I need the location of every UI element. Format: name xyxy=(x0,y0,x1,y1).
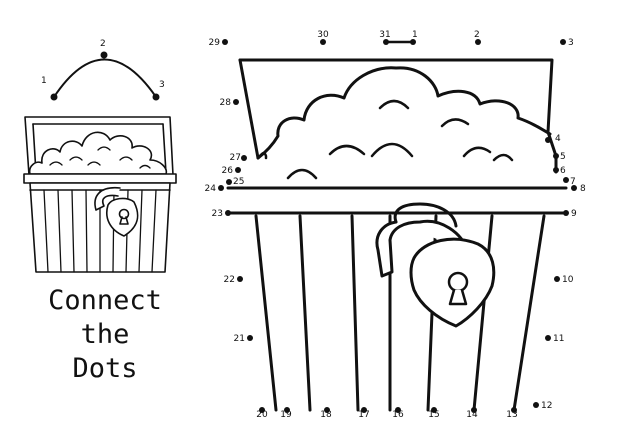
dot-label-24: 24 xyxy=(205,184,217,194)
puzzle-drawing xyxy=(226,40,568,412)
example-lock-shackle xyxy=(94,186,121,211)
dot-label-7: 7 xyxy=(570,177,576,187)
puzzle-lock-body xyxy=(409,237,496,328)
example-label-2: 2 xyxy=(100,39,106,49)
dot-label-19: 19 xyxy=(280,410,292,420)
dot-label-30: 30 xyxy=(317,30,329,40)
example-cloud xyxy=(28,131,168,175)
dot-label-18: 18 xyxy=(320,410,332,420)
dot-4[interactable] xyxy=(545,137,551,143)
dot-24[interactable] xyxy=(218,185,224,191)
example-dot-2[interactable] xyxy=(100,51,108,59)
example-dots: 1 2 3 xyxy=(41,39,165,101)
dot-label-8: 8 xyxy=(580,184,586,194)
dot-label-31: 31 xyxy=(379,30,390,40)
dot-label-13: 13 xyxy=(506,410,517,420)
dot-label-22: 22 xyxy=(224,275,235,285)
dot-label-16: 16 xyxy=(392,410,404,420)
puzzle-slats xyxy=(254,214,546,412)
dot-label-6: 6 xyxy=(560,166,566,176)
puzzle-cloud xyxy=(256,66,552,160)
dot-7[interactable] xyxy=(563,177,569,183)
dot-label-5: 5 xyxy=(560,152,566,162)
example-label-1: 1 xyxy=(41,76,47,86)
dot-10[interactable] xyxy=(554,276,560,282)
worksheet-title-line3: Dots xyxy=(72,353,138,384)
dot-label-4: 4 xyxy=(555,134,561,144)
dot-label-27: 27 xyxy=(230,153,241,163)
dot-5[interactable] xyxy=(553,153,559,159)
example-handle-arc xyxy=(53,58,157,98)
dot-28[interactable] xyxy=(233,99,239,105)
dot-label-11: 11 xyxy=(553,334,564,344)
dot-15[interactable] xyxy=(431,407,437,413)
dot-21[interactable] xyxy=(247,335,253,341)
dot-label-29: 29 xyxy=(209,38,221,48)
example-label-3: 3 xyxy=(159,80,165,90)
worksheet-title-line1: Connect xyxy=(48,285,162,316)
dot-11[interactable] xyxy=(545,335,551,341)
dot-label-25: 25 xyxy=(233,177,244,187)
dot-label-20: 20 xyxy=(256,410,268,420)
example-dot-3[interactable] xyxy=(152,93,160,101)
dot-label-2: 2 xyxy=(474,30,480,40)
dot-29[interactable] xyxy=(222,39,228,45)
dot-3[interactable] xyxy=(560,39,566,45)
dot-16[interactable] xyxy=(395,407,401,413)
dot-label-15: 15 xyxy=(428,410,439,420)
puzzle-back-wall xyxy=(238,58,554,134)
dot-label-3: 3 xyxy=(568,38,574,48)
dot-18[interactable] xyxy=(324,407,330,413)
dot-14[interactable] xyxy=(471,407,477,413)
dot-label-17: 17 xyxy=(358,410,369,420)
dot-label-26: 26 xyxy=(222,166,234,176)
dot-31[interactable] xyxy=(383,39,389,45)
dot-20[interactable] xyxy=(259,407,265,413)
dot-22[interactable] xyxy=(237,276,243,282)
example-dot-1[interactable] xyxy=(50,93,58,101)
dot-label-12: 12 xyxy=(541,401,552,411)
dot-26[interactable] xyxy=(235,167,241,173)
dot-30[interactable] xyxy=(320,39,326,45)
dot-17[interactable] xyxy=(361,407,367,413)
dot-8[interactable] xyxy=(571,185,577,191)
dot-label-28: 28 xyxy=(220,98,232,108)
dot-25[interactable] xyxy=(226,179,232,185)
dot-label-9: 9 xyxy=(571,209,577,219)
dot-label-23: 23 xyxy=(212,209,223,219)
example-rim xyxy=(23,173,177,184)
dot-27[interactable] xyxy=(241,155,247,161)
dot-label-10: 10 xyxy=(562,275,574,285)
dot-label-21: 21 xyxy=(234,334,245,344)
dot-13[interactable] xyxy=(511,407,517,413)
dot-label-1: 1 xyxy=(412,30,418,40)
example-basket xyxy=(23,58,177,273)
dot-2[interactable] xyxy=(475,39,481,45)
dot-12[interactable] xyxy=(533,402,539,408)
dot-1[interactable] xyxy=(410,39,416,45)
dot-6[interactable] xyxy=(553,167,559,173)
dot-19[interactable] xyxy=(284,407,290,413)
dot-label-14: 14 xyxy=(466,410,478,420)
dot-23[interactable] xyxy=(225,210,231,216)
puzzle-lock-shackle xyxy=(375,219,470,278)
worksheet-title-line2: the xyxy=(80,319,130,350)
dot-9[interactable] xyxy=(563,210,569,216)
